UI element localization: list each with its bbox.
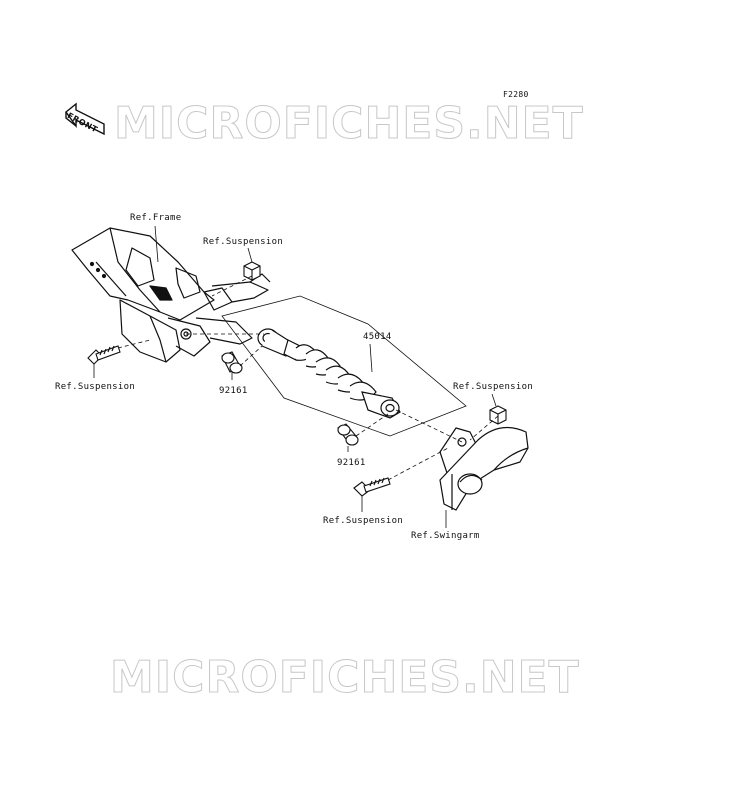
label-part-45014: 45014 [363,332,392,342]
front-arrow-icon [65,102,105,136]
swingarm-part [439,426,529,511]
label-ref-swingarm: Ref.Swingarm [411,531,480,541]
label-ref-frame: Ref.Frame [130,213,182,223]
label-ref-suspension-bottom: Ref.Suspension [323,516,404,526]
watermark-bottom: MICROFICHES.NET [110,652,580,704]
collar-lower [337,423,359,446]
bolt-bottom [353,477,391,497]
leader-lines [93,225,499,528]
shock-absorber [257,328,401,419]
collar-upper [221,351,243,374]
label-ref-suspension-left: Ref.Suspension [55,382,136,392]
bolt-left [87,345,121,365]
label-ref-suspension-right: Ref.Suspension [453,382,534,392]
watermark-top: MICROFICHES.NET [114,98,584,150]
label-ref-suspension-top: Ref.Suspension [203,237,284,247]
nut-right [489,405,507,425]
label-part-92161-lower: 92161 [337,458,366,468]
frame-part [71,227,271,363]
label-part-92161-upper: 92161 [219,386,248,396]
diagram-code: F2280 [503,90,529,99]
nut-upper [243,261,261,281]
